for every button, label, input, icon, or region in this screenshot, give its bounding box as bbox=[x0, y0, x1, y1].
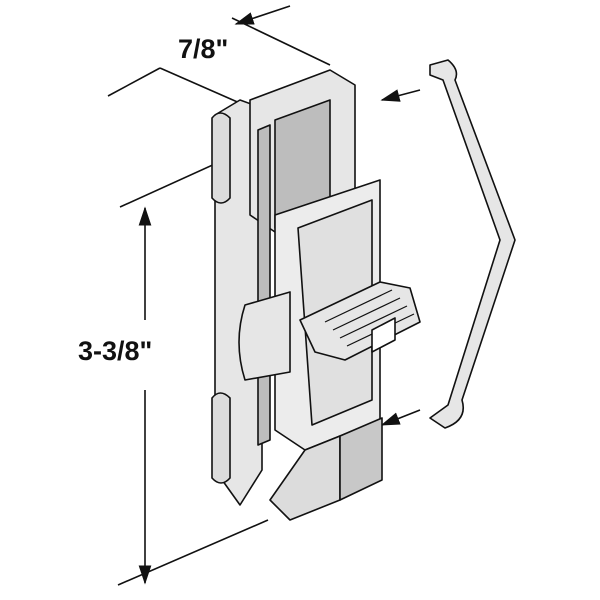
width-extension-top bbox=[231, 17, 331, 66]
width-arrow-top bbox=[234, 5, 291, 25]
width-dimension-label: 7/8" bbox=[178, 34, 229, 64]
rail-channel bbox=[257, 124, 271, 446]
clip-arrow-bottom bbox=[380, 409, 421, 426]
dimension-lines bbox=[107, 5, 421, 586]
height-dimension-label: 3-3/8" bbox=[78, 336, 153, 366]
width-leader bbox=[107, 67, 161, 97]
height-extension-bottom bbox=[117, 519, 269, 586]
rail-hook-top bbox=[211, 112, 231, 204]
spring-clip bbox=[429, 59, 516, 429]
rear-knob bbox=[238, 291, 291, 381]
clip-arrow-top bbox=[380, 89, 421, 102]
latch-body bbox=[211, 59, 516, 521]
rail-hook-bottom bbox=[211, 392, 231, 484]
thumb-lever bbox=[299, 281, 421, 361]
width-extension-bottom bbox=[159, 67, 243, 105]
bottom-slide bbox=[269, 435, 341, 521]
lever-slot bbox=[371, 317, 396, 353]
bottom-slide-side bbox=[339, 417, 383, 501]
lever-grip-lines bbox=[324, 289, 415, 347]
